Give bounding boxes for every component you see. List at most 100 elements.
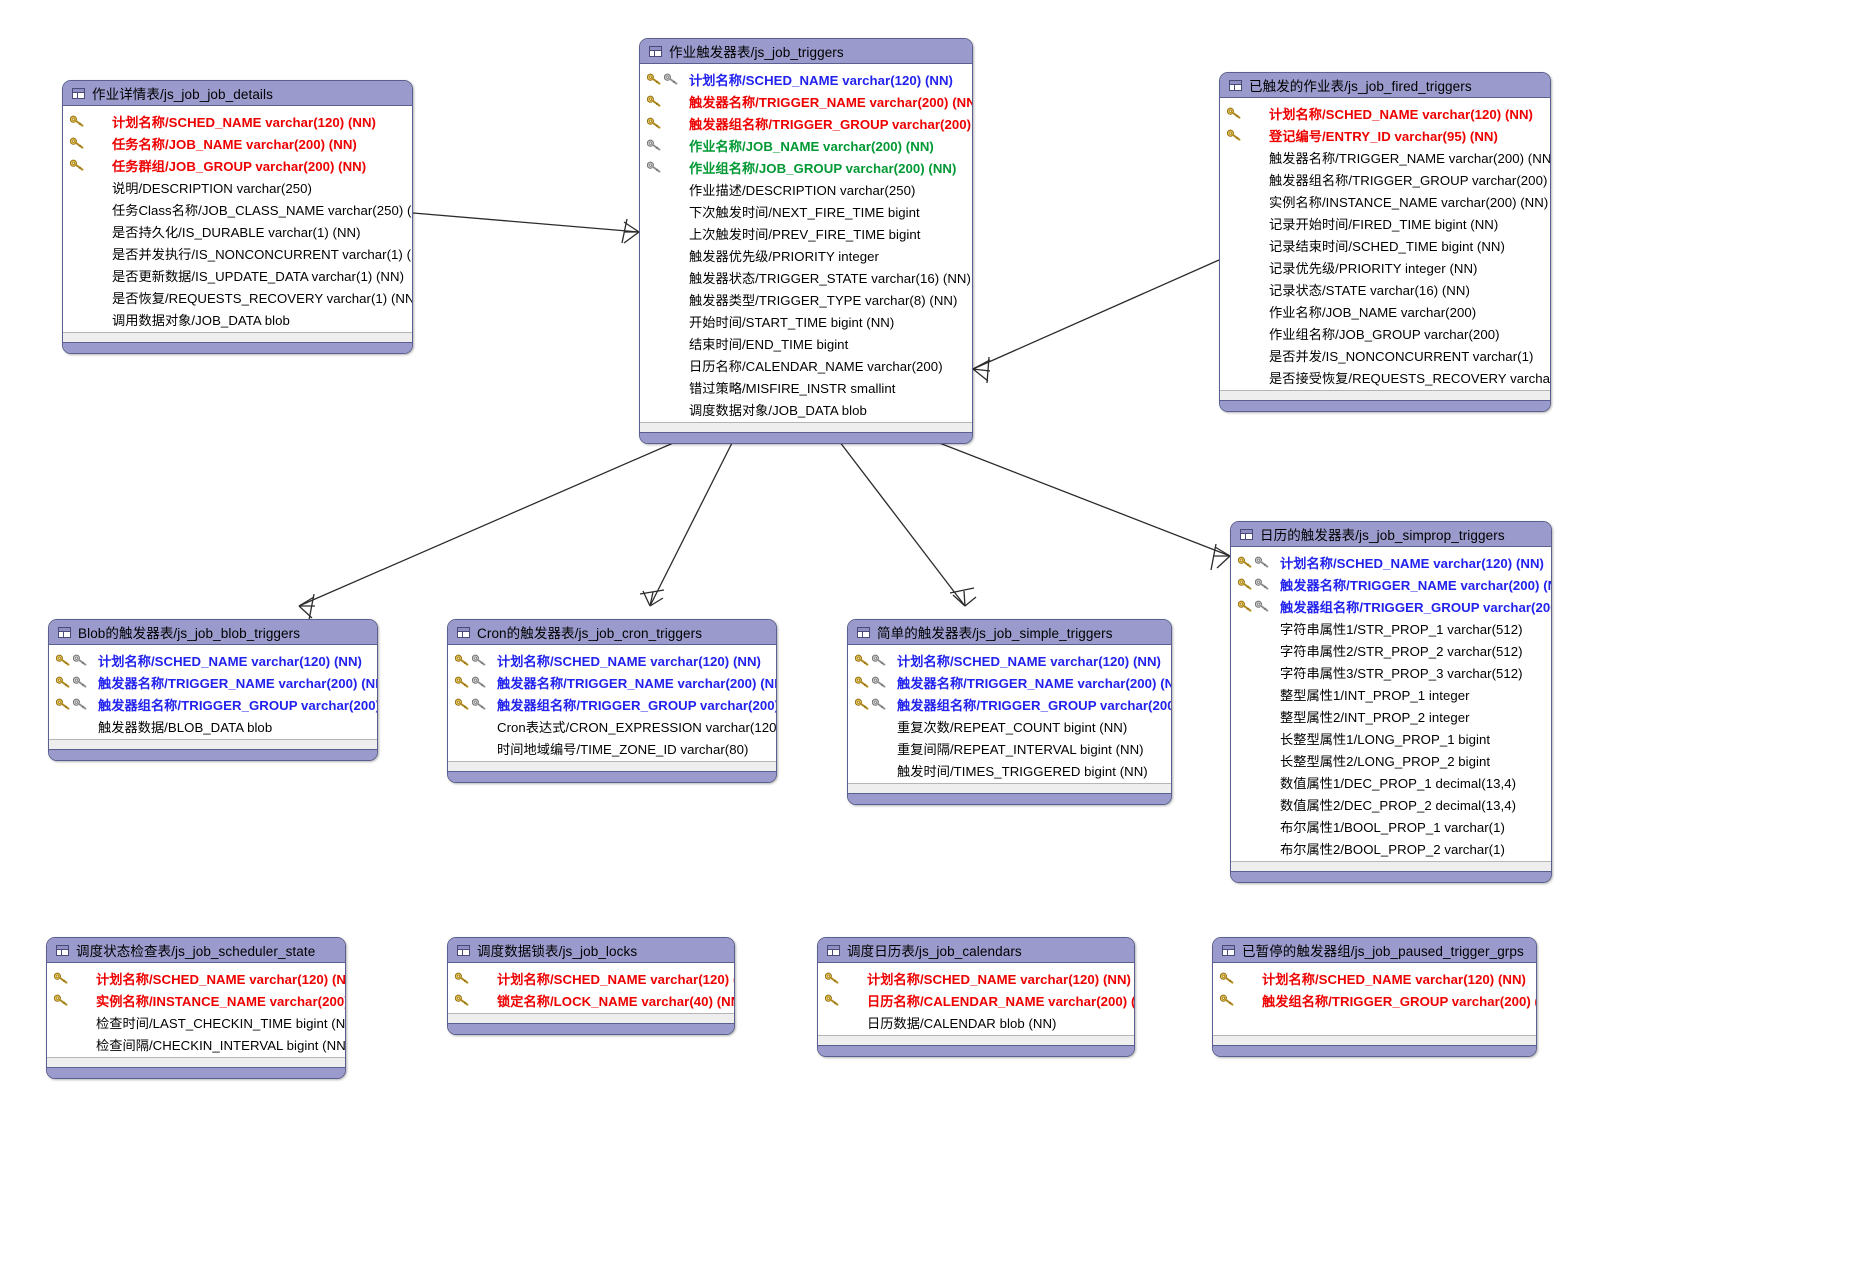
field-row[interactable]: 日历名称/CALENDAR_NAME varchar(200) [640,354,972,376]
entity-job_details[interactable]: 作业详情表/js_job_job_details 计划名称/SCHED_NAME … [62,80,413,354]
field-row[interactable]: 触发器状态/TRIGGER_STATE varchar(16) (NN) [640,266,972,288]
field-row[interactable]: 作业描述/DESCRIPTION varchar(250) [640,178,972,200]
field-row[interactable]: 任务Class名称/JOB_CLASS_NAME varchar(250) (N… [63,198,412,220]
field-row[interactable]: 计划名称/SCHED_NAME varchar(120) (NN) [49,649,377,671]
field-row[interactable]: 调度数据对象/JOB_DATA blob [640,398,972,420]
field-row[interactable]: 作业名称/JOB_NAME varchar(200) (NN) [640,134,972,156]
field-row[interactable]: 时间地域编号/TIME_ZONE_ID varchar(80) [448,737,776,759]
field-row[interactable]: 下次触发时间/NEXT_FIRE_TIME bigint [640,200,972,222]
field-row[interactable]: 开始时间/START_TIME bigint (NN) [640,310,972,332]
field-row[interactable]: 计划名称/SCHED_NAME varchar(120) (NN) [448,649,776,671]
field-row[interactable]: 触发器类型/TRIGGER_TYPE varchar(8) (NN) [640,288,972,310]
field-row[interactable]: 触发器组名称/TRIGGER_GROUP varchar(200) (NN) [1220,168,1550,190]
field-row[interactable]: 记录结束时间/SCHED_TIME bigint (NN) [1220,234,1550,256]
field-row[interactable]: 布尔属性1/BOOL_PROP_1 varchar(1) [1231,815,1551,837]
field-row[interactable]: 锁定名称/LOCK_NAME varchar(40) (NN) [448,989,734,1011]
entity-cron_triggers[interactable]: Cron的触发器表/js_job_cron_triggers 计划名称/SCHED… [447,619,777,783]
field-row[interactable]: 触发器名称/TRIGGER_NAME varchar(200) (NN) [640,90,972,112]
field-row[interactable]: 重复间隔/REPEAT_INTERVAL bigint (NN) [848,737,1171,759]
field-row[interactable]: 记录状态/STATE varchar(16) (NN) [1220,278,1550,300]
entity-header-locks[interactable]: 调度数据锁表/js_job_locks [448,938,734,963]
field-row[interactable]: 错过策略/MISFIRE_INSTR smallint [640,376,972,398]
field-row[interactable]: 触发器名称/TRIGGER_NAME varchar(200) (NN) [1220,146,1550,168]
field-row[interactable]: 是否持久化/IS_DURABLE varchar(1) (NN) [63,220,412,242]
field-row[interactable]: 触发器名称/TRIGGER_NAME varchar(200) (NN) [1231,573,1551,595]
field-row[interactable]: 记录开始时间/FIRED_TIME bigint (NN) [1220,212,1550,234]
entity-header-blob_triggers[interactable]: Blob的触发器表/js_job_blob_triggers [49,620,377,645]
field-row[interactable]: 计划名称/SCHED_NAME varchar(120) (NN) [448,967,734,989]
entity-header-paused_trigger_grps[interactable]: 已暂停的触发器组/js_job_paused_trigger_grps [1213,938,1536,963]
field-row[interactable]: 是否接受恢复/REQUESTS_RECOVERY varchar(1) [1220,366,1550,388]
field-row[interactable]: 计划名称/SCHED_NAME varchar(120) (NN) [1231,551,1551,573]
field-row[interactable]: 触发器数据/BLOB_DATA blob [49,715,377,737]
entity-triggers[interactable]: 作业触发器表/js_job_triggers 计划名称/SCHED_NAME va… [639,38,973,444]
field-row[interactable]: 布尔属性2/BOOL_PROP_2 varchar(1) [1231,837,1551,859]
field-row[interactable]: 字符串属性1/STR_PROP_1 varchar(512) [1231,617,1551,639]
field-row[interactable]: 作业组名称/JOB_GROUP varchar(200) [1220,322,1550,344]
field-row[interactable]: Cron表达式/CRON_EXPRESSION varchar(120) (NN… [448,715,776,737]
entity-simple_triggers[interactable]: 简单的触发器表/js_job_simple_triggers 计划名称/SCHED… [847,619,1172,805]
field-row[interactable]: 计划名称/SCHED_NAME varchar(120) (NN) [640,68,972,90]
field-row[interactable]: 计划名称/SCHED_NAME varchar(120) (NN) [47,967,345,989]
entity-header-scheduler_state[interactable]: 调度状态检查表/js_job_scheduler_state [47,938,345,963]
field-row[interactable]: 整型属性2/INT_PROP_2 integer [1231,705,1551,727]
field-row[interactable]: 计划名称/SCHED_NAME varchar(120) (NN) [818,967,1134,989]
field-row[interactable]: 触发器名称/TRIGGER_NAME varchar(200) (NN) [448,671,776,693]
entity-calendars[interactable]: 调度日历表/js_job_calendars 计划名称/SCHED_NAME va… [817,937,1135,1057]
field-row[interactable]: 是否并发执行/IS_NONCONCURRENT varchar(1) (NN) [63,242,412,264]
field-row[interactable]: 日历名称/CALENDAR_NAME varchar(200) (NN) [818,989,1134,1011]
field-row[interactable]: 触发器组名称/TRIGGER_GROUP varchar(200) (NN) [848,693,1171,715]
field-row[interactable]: 是否恢复/REQUESTS_RECOVERY varchar(1) (NN) [63,286,412,308]
entity-fired_triggers[interactable]: 已触发的作业表/js_job_fired_triggers 计划名称/SCHED_… [1219,72,1551,412]
entity-header-simprop_triggers[interactable]: 日历的触发器表/js_job_simprop_triggers [1231,522,1551,547]
field-row[interactable]: 登记编号/ENTRY_ID varchar(95) (NN) [1220,124,1550,146]
field-row[interactable]: 数值属性1/DEC_PROP_1 decimal(13,4) [1231,771,1551,793]
field-row[interactable]: 检查时间/LAST_CHECKIN_TIME bigint (NN) [47,1011,345,1033]
entity-header-triggers[interactable]: 作业触发器表/js_job_triggers [640,39,972,64]
field-row[interactable]: 长整型属性2/LONG_PROP_2 bigint [1231,749,1551,771]
field-row[interactable]: 计划名称/SCHED_NAME varchar(120) (NN) [1220,102,1550,124]
field-row[interactable]: 日历数据/CALENDAR blob (NN) [818,1011,1134,1033]
field-row[interactable]: 触发器组名称/TRIGGER_GROUP varchar(200) (NN) [49,693,377,715]
field-row[interactable]: 说明/DESCRIPTION varchar(250) [63,176,412,198]
entity-header-job_details[interactable]: 作业详情表/js_job_job_details [63,81,412,106]
field-row[interactable]: 作业组名称/JOB_GROUP varchar(200) (NN) [640,156,972,178]
field-row[interactable]: 字符串属性2/STR_PROP_2 varchar(512) [1231,639,1551,661]
field-row[interactable]: 触发器组名称/TRIGGER_GROUP varchar(200) (NN) [1231,595,1551,617]
field-row[interactable]: 是否并发/IS_NONCONCURRENT varchar(1) [1220,344,1550,366]
field-row[interactable]: 任务群组/JOB_GROUP varchar(200) (NN) [63,154,412,176]
field-row[interactable]: 触发器名称/TRIGGER_NAME varchar(200) (NN) [848,671,1171,693]
field-row[interactable]: 长整型属性1/LONG_PROP_1 bigint [1231,727,1551,749]
field-row[interactable]: 计划名称/SCHED_NAME varchar(120) (NN) [63,110,412,132]
field-row[interactable]: 作业名称/JOB_NAME varchar(200) [1220,300,1550,322]
field-row[interactable]: 触发时间/TIMES_TRIGGERED bigint (NN) [848,759,1171,781]
field-row[interactable]: 触发器组名称/TRIGGER_GROUP varchar(200) (NN) [448,693,776,715]
field-row[interactable] [1213,1011,1536,1033]
entity-header-calendars[interactable]: 调度日历表/js_job_calendars [818,938,1134,963]
entity-blob_triggers[interactable]: Blob的触发器表/js_job_blob_triggers 计划名称/SCHED… [48,619,378,761]
field-row[interactable]: 触发器名称/TRIGGER_NAME varchar(200) (NN) [49,671,377,693]
field-row[interactable]: 上次触发时间/PREV_FIRE_TIME bigint [640,222,972,244]
field-row[interactable]: 计划名称/SCHED_NAME varchar(120) (NN) [1213,967,1536,989]
field-row[interactable]: 数值属性2/DEC_PROP_2 decimal(13,4) [1231,793,1551,815]
field-row[interactable]: 结束时间/END_TIME bigint [640,332,972,354]
field-row[interactable]: 记录优先级/PRIORITY integer (NN) [1220,256,1550,278]
entity-header-simple_triggers[interactable]: 简单的触发器表/js_job_simple_triggers [848,620,1171,645]
field-row[interactable]: 实例名称/INSTANCE_NAME varchar(200) (NN) [1220,190,1550,212]
field-row[interactable]: 是否更新数据/IS_UPDATE_DATA varchar(1) (NN) [63,264,412,286]
field-row[interactable]: 触发器组名称/TRIGGER_GROUP varchar(200) (NN) [640,112,972,134]
field-row[interactable]: 触发组名称/TRIGGER_GROUP varchar(200) (NN) [1213,989,1536,1011]
field-row[interactable]: 整型属性1/INT_PROP_1 integer [1231,683,1551,705]
field-row[interactable]: 触发器优先级/PRIORITY integer [640,244,972,266]
entity-locks[interactable]: 调度数据锁表/js_job_locks 计划名称/SCHED_NAME varch… [447,937,735,1035]
field-row[interactable]: 字符串属性3/STR_PROP_3 varchar(512) [1231,661,1551,683]
field-row[interactable]: 重复次数/REPEAT_COUNT bigint (NN) [848,715,1171,737]
field-row[interactable]: 调用数据对象/JOB_DATA blob [63,308,412,330]
entity-header-cron_triggers[interactable]: Cron的触发器表/js_job_cron_triggers [448,620,776,645]
entity-paused_trigger_grps[interactable]: 已暂停的触发器组/js_job_paused_trigger_grps 计划名称/… [1212,937,1537,1057]
entity-simprop_triggers[interactable]: 日历的触发器表/js_job_simprop_triggers 计划名称/SCHE… [1230,521,1552,883]
field-row[interactable]: 计划名称/SCHED_NAME varchar(120) (NN) [848,649,1171,671]
entity-header-fired_triggers[interactable]: 已触发的作业表/js_job_fired_triggers [1220,73,1550,98]
field-row[interactable]: 实例名称/INSTANCE_NAME varchar(200) (NN) [47,989,345,1011]
field-row[interactable]: 检查间隔/CHECKIN_INTERVAL bigint (NN) [47,1033,345,1055]
